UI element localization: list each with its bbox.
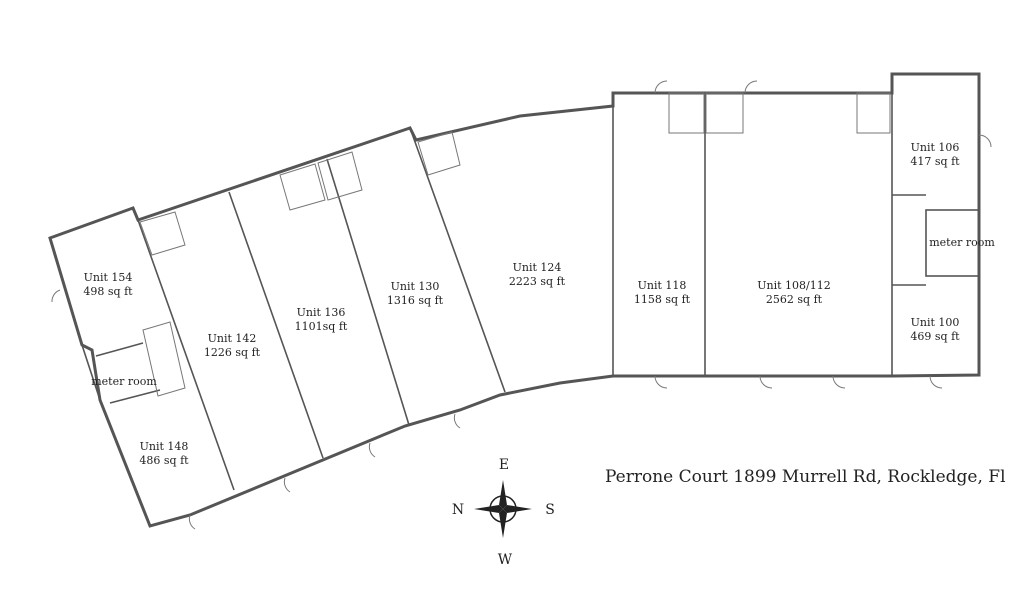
restrooms [139,92,891,397]
unit-142-area: 1226 sq ft [204,346,261,359]
doors [51,80,992,530]
meter-room-label: meter room [91,375,157,388]
plan-title: Perrone Court 1899 Murrell Rd, Rockledge… [605,467,1006,487]
unit-100-name: Unit 100 [911,316,960,329]
unit-136-area: 1101sq ft [295,320,348,333]
unit-130-name: Unit 130 [391,280,440,293]
unit-106-area: 417 sq ft [910,155,960,168]
unit-154-name: Unit 154 [84,271,133,284]
unit-108-112-area: 2562 sq ft [766,293,823,306]
compass-e: E [499,457,509,473]
unit-136-name: Unit 136 [297,306,346,319]
unit-124-name: Unit 124 [513,261,562,274]
interior-walls [81,93,980,491]
unit-142-name: Unit 142 [208,332,257,345]
compass-s: S [545,502,555,518]
compass-w: W [498,552,513,568]
unit-148-name: Unit 148 [140,440,189,453]
unit-118-name: Unit 118 [638,279,687,292]
unit-100-area: 469 sq ft [910,330,960,343]
unit-labels: Unit 154 498 sq ft Unit 148 486 sq ft Un… [83,141,995,467]
unit-118-area: 1158 sq ft [634,293,691,306]
unit-106-name: Unit 106 [911,141,960,154]
unit-154-area: 498 sq ft [83,285,133,298]
unit-108-112-name: Unit 108/112 [757,279,831,292]
compass-n: N [452,502,464,518]
unit-148-area: 486 sq ft [139,454,189,467]
unit-124-area: 2223 sq ft [509,275,566,288]
unit-130-area: 1316 sq ft [387,294,444,307]
exterior-walls [48,72,981,528]
meter-room-label: meter room [929,236,995,249]
compass-rose: E N S W [452,457,555,568]
